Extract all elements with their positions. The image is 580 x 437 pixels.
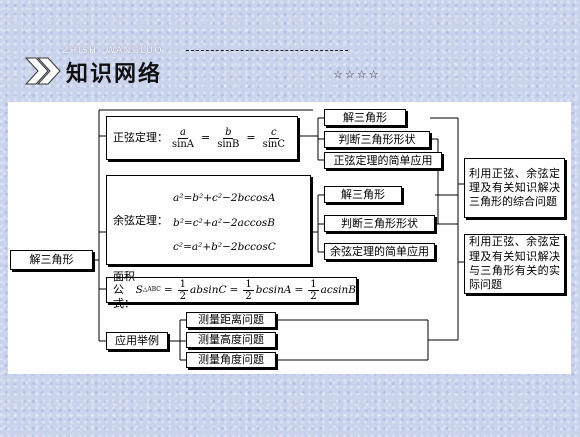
sine-child-1: 解三角形 (324, 109, 406, 126)
section-header: ZHISHI WANGLUO 知识网络 ☆☆☆☆ (0, 0, 580, 100)
sine-child-2: 判断三角形形状 (324, 131, 430, 148)
application-child-3: 测量角度问题 (186, 352, 276, 368)
application-node: 应用举例 (106, 332, 168, 350)
cosine-child-2: 判断三角形形状 (324, 215, 435, 232)
application-child-1: 测量距离问题 (186, 312, 276, 328)
cosine-formula-2: b²=c²+a²−2accosB (173, 217, 276, 229)
sine-child-3: 正弦定理的简单应用 (324, 152, 442, 169)
star-rating-icon: ☆☆☆☆ (333, 68, 381, 81)
cosine-law-label: 余弦定理： (113, 214, 168, 227)
summary-box-1: 利用正弦、余弦定理及有关知识解决三角形的综合问题 (464, 158, 565, 218)
header-pinyin: ZHISHI WANGLUO (62, 46, 164, 56)
cosine-child-1: 解三角形 (324, 186, 402, 203)
cosine-child-3: 余弦定理的简单应用 (324, 243, 435, 260)
chevron-right-icon (24, 57, 61, 85)
application-child-2: 测量高度问题 (186, 332, 276, 348)
header-divider (186, 50, 348, 51)
cosine-formula-1: a²=b²+c²−2bccosA (173, 192, 276, 204)
cosine-law-node: 余弦定理： a²=b²+c²−2bccosA b²=c²+a²−2accosB … (106, 175, 311, 265)
area-formula-label: 面积公式： (113, 270, 135, 310)
summary-box-2: 利用正弦、余弦定理及有关知识解决与三角形有关的实际问题 (464, 234, 565, 294)
page-title: 知识网络 (66, 62, 163, 87)
cosine-formula-3: c²=a²+b²−2bccosC (173, 241, 276, 253)
sine-law-label: 正弦定理： (113, 131, 168, 145)
connector-lines (93, 109, 464, 361)
root-node: 解三角形 (10, 250, 93, 270)
